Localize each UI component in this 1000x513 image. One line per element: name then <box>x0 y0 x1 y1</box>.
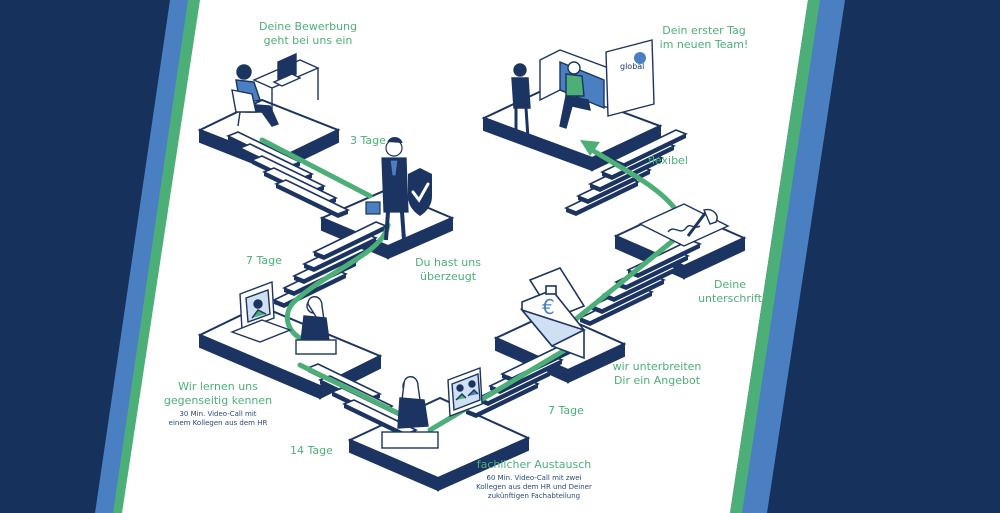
duration-2-label: 7 Tage <box>246 254 282 267</box>
step-signature-label: Deine unterschrift <box>698 278 762 305</box>
checkmark-shield-icon <box>408 168 432 216</box>
duration-3-label: 14 Tage <box>290 444 333 457</box>
video-monitor-icon <box>230 281 337 355</box>
step-application-label: Deine Bewerbung geht bei uns ein <box>258 20 358 47</box>
signature-pen-icon <box>638 203 730 247</box>
step-convinced-label: Du hast uns überzeugt <box>415 256 481 283</box>
journey-path <box>259 137 683 433</box>
euro-envelope-icon: € <box>519 267 587 360</box>
step-technical-detail: 60 Min. Video-Call mit zwei Kollegen aus… <box>476 474 592 500</box>
company-logo: global <box>620 62 645 71</box>
duration-1-label: 3 Tage <box>350 134 386 147</box>
svg-text:€: € <box>542 295 555 319</box>
step-first-day-label: Dein erster Tag im neuen Team! <box>659 24 749 51</box>
platform-technical <box>347 396 531 492</box>
step-get-to-know-detail: 30 Min. Video-Call mit einem Kollegen au… <box>168 410 268 427</box>
laptop-icon <box>231 52 320 127</box>
step-get-to-know-label: Wir lernen uns gegenseitig kennen <box>163 380 273 407</box>
office-booth-icon <box>511 39 655 139</box>
step-offer-label: wir unterbreiten Dir ein Angebot <box>612 360 702 387</box>
candidate-figure <box>365 137 409 241</box>
step-technical-label: fachlicher Austausch <box>476 458 592 471</box>
duration-5-label: flexibel <box>648 154 688 167</box>
duration-4-label: 7 Tage <box>548 404 584 417</box>
video-monitor-icon-2 <box>381 367 483 449</box>
